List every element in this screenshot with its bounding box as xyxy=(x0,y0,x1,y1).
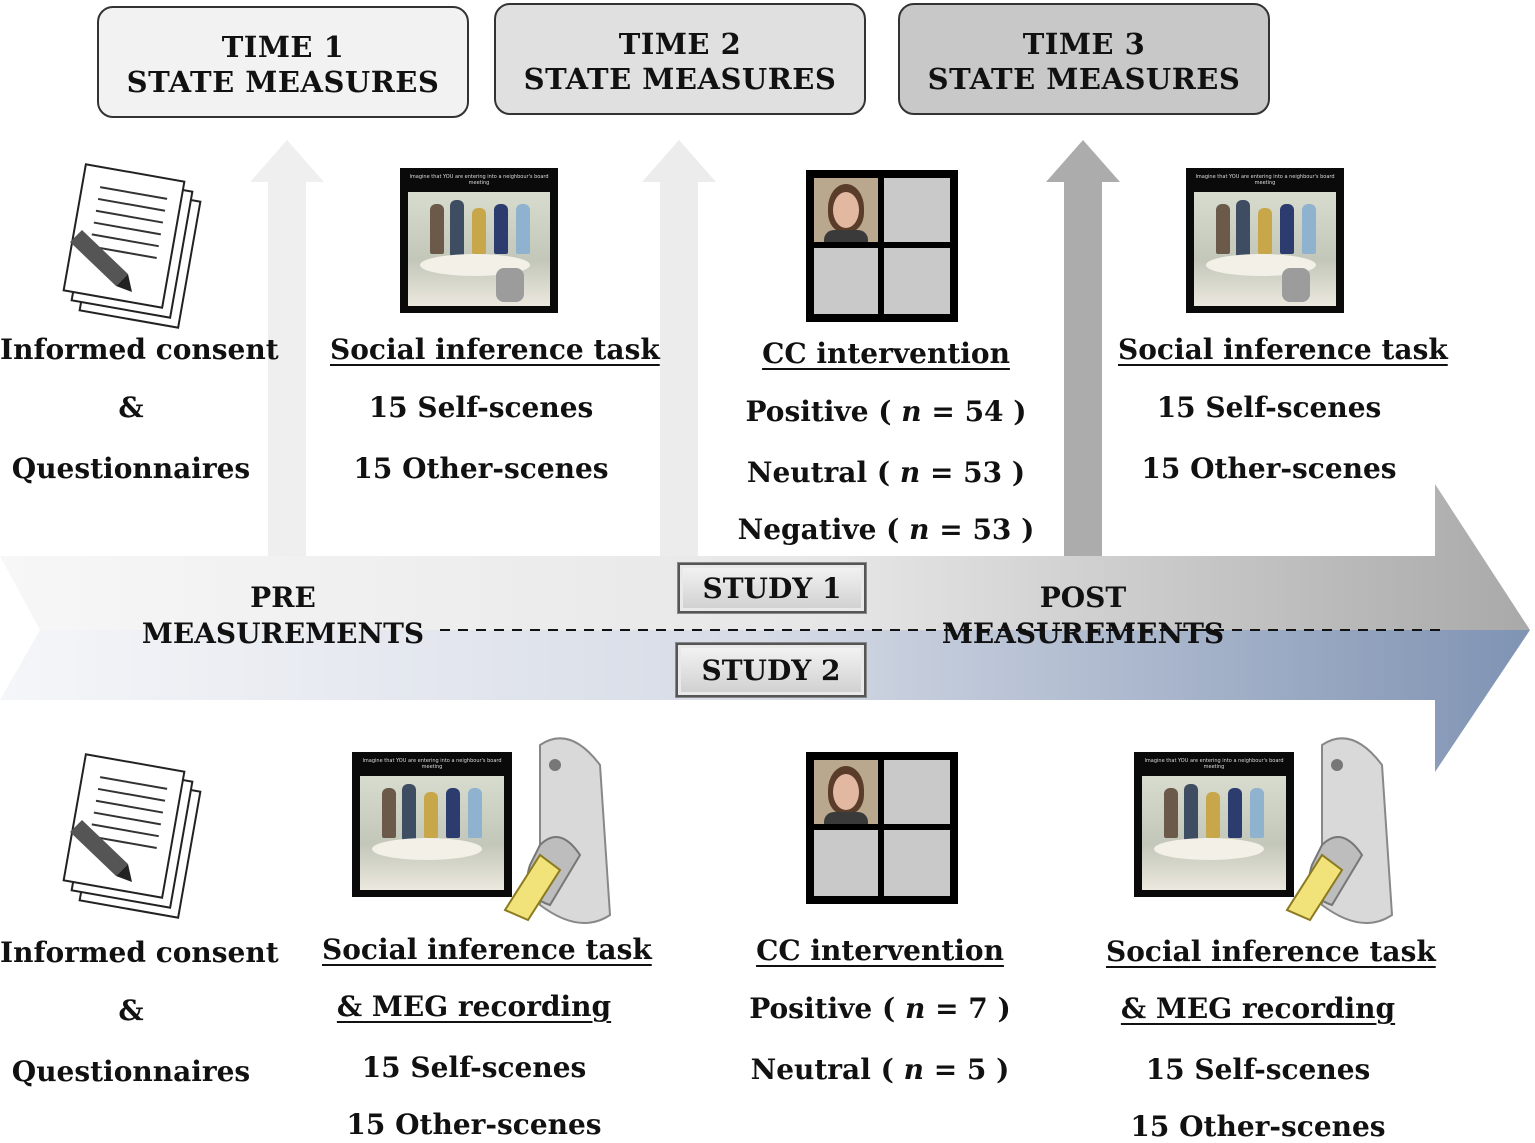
pre-measurements-label: PRE MEASUREMENTS xyxy=(141,581,425,650)
social-scene-image: Imagine that YOU are entering into a nei… xyxy=(400,168,558,313)
consent-line3: Questionnaires xyxy=(11,452,251,485)
post-task-other-scenes: 15 Other-scenes xyxy=(1130,1110,1386,1143)
study1-timeline-arrow xyxy=(0,484,1530,630)
document-pen-icon xyxy=(62,753,202,919)
up-arrow-time1 xyxy=(250,140,324,556)
consent-line1: Informed consent xyxy=(0,936,279,969)
cc-intervention-title: CC intervention xyxy=(756,934,1004,967)
face-grid-icon xyxy=(806,752,958,904)
pre-task-other-scenes: 15 Other-scenes xyxy=(353,452,609,485)
post-task-other-scenes: 15 Other-scenes xyxy=(1141,452,1397,485)
time1-label: TIME 1 xyxy=(221,30,345,64)
study2-label: STUDY 2 xyxy=(676,643,866,697)
consent-line2: & xyxy=(118,994,144,1027)
time2-label: TIME 2 xyxy=(618,27,742,61)
consent-line1: Informed consent xyxy=(0,333,279,366)
neutral-group: Neutral ( n = 5 ) xyxy=(750,1053,1010,1086)
pre-task-title: Social inference task xyxy=(330,333,660,366)
time2-sublabel: STATE MEASURES xyxy=(523,62,837,96)
pre-task-self-scenes: 15 Self-scenes xyxy=(368,391,594,424)
post-task-self-scenes: 15 Self-scenes xyxy=(1156,391,1382,424)
time2-box: TIME 2 STATE MEASURES xyxy=(494,3,866,115)
meg-scanner-icon xyxy=(503,737,612,924)
pre-task-meg: & MEG recording xyxy=(336,990,612,1023)
post-task-self-scenes: 15 Self-scenes xyxy=(1145,1053,1371,1086)
neutral-group: Neutral ( n = 53 ) xyxy=(746,456,1026,489)
meg-scanner-icon xyxy=(1285,737,1394,924)
document-pen-icon xyxy=(62,163,202,329)
social-scene-image: Imagine that YOU are entering into a nei… xyxy=(1134,752,1294,897)
post-task-meg: & MEG recording xyxy=(1120,992,1396,1025)
consent-line2: & xyxy=(118,391,144,424)
up-arrow-time2 xyxy=(642,140,716,556)
pre-task-title: Social inference task xyxy=(322,933,652,966)
pre-task-self-scenes: 15 Self-scenes xyxy=(361,1051,587,1084)
positive-group: Positive ( n = 7 ) xyxy=(749,992,1011,1025)
consent-line3: Questionnaires xyxy=(11,1055,251,1088)
social-scene-image: Imagine that YOU are entering into a nei… xyxy=(1186,168,1344,313)
time1-sublabel: STATE MEASURES xyxy=(126,65,440,99)
study2-timeline-arrow xyxy=(0,630,1530,772)
post-measurements-label: POST MEASUREMENTS xyxy=(941,581,1225,650)
study1-label: STUDY 1 xyxy=(678,563,866,613)
post-task-title: Social inference task xyxy=(1118,333,1448,366)
negative-group: Negative ( n = 53 ) xyxy=(737,513,1035,546)
time3-sublabel: STATE MEASURES xyxy=(927,62,1241,96)
up-arrow-time3 xyxy=(1046,140,1120,556)
time1-box: TIME 1 STATE MEASURES xyxy=(97,6,469,118)
face-grid-icon xyxy=(806,170,958,322)
post-task-title: Social inference task xyxy=(1106,935,1436,968)
positive-group: Positive ( n = 54 ) xyxy=(745,395,1027,428)
time3-box: TIME 3 STATE MEASURES xyxy=(898,3,1270,115)
time3-label: TIME 3 xyxy=(1022,27,1146,61)
pre-task-other-scenes: 15 Other-scenes xyxy=(346,1108,602,1141)
cc-intervention-title: CC intervention xyxy=(762,337,1010,370)
social-scene-image: Imagine that YOU are entering into a nei… xyxy=(352,752,512,897)
